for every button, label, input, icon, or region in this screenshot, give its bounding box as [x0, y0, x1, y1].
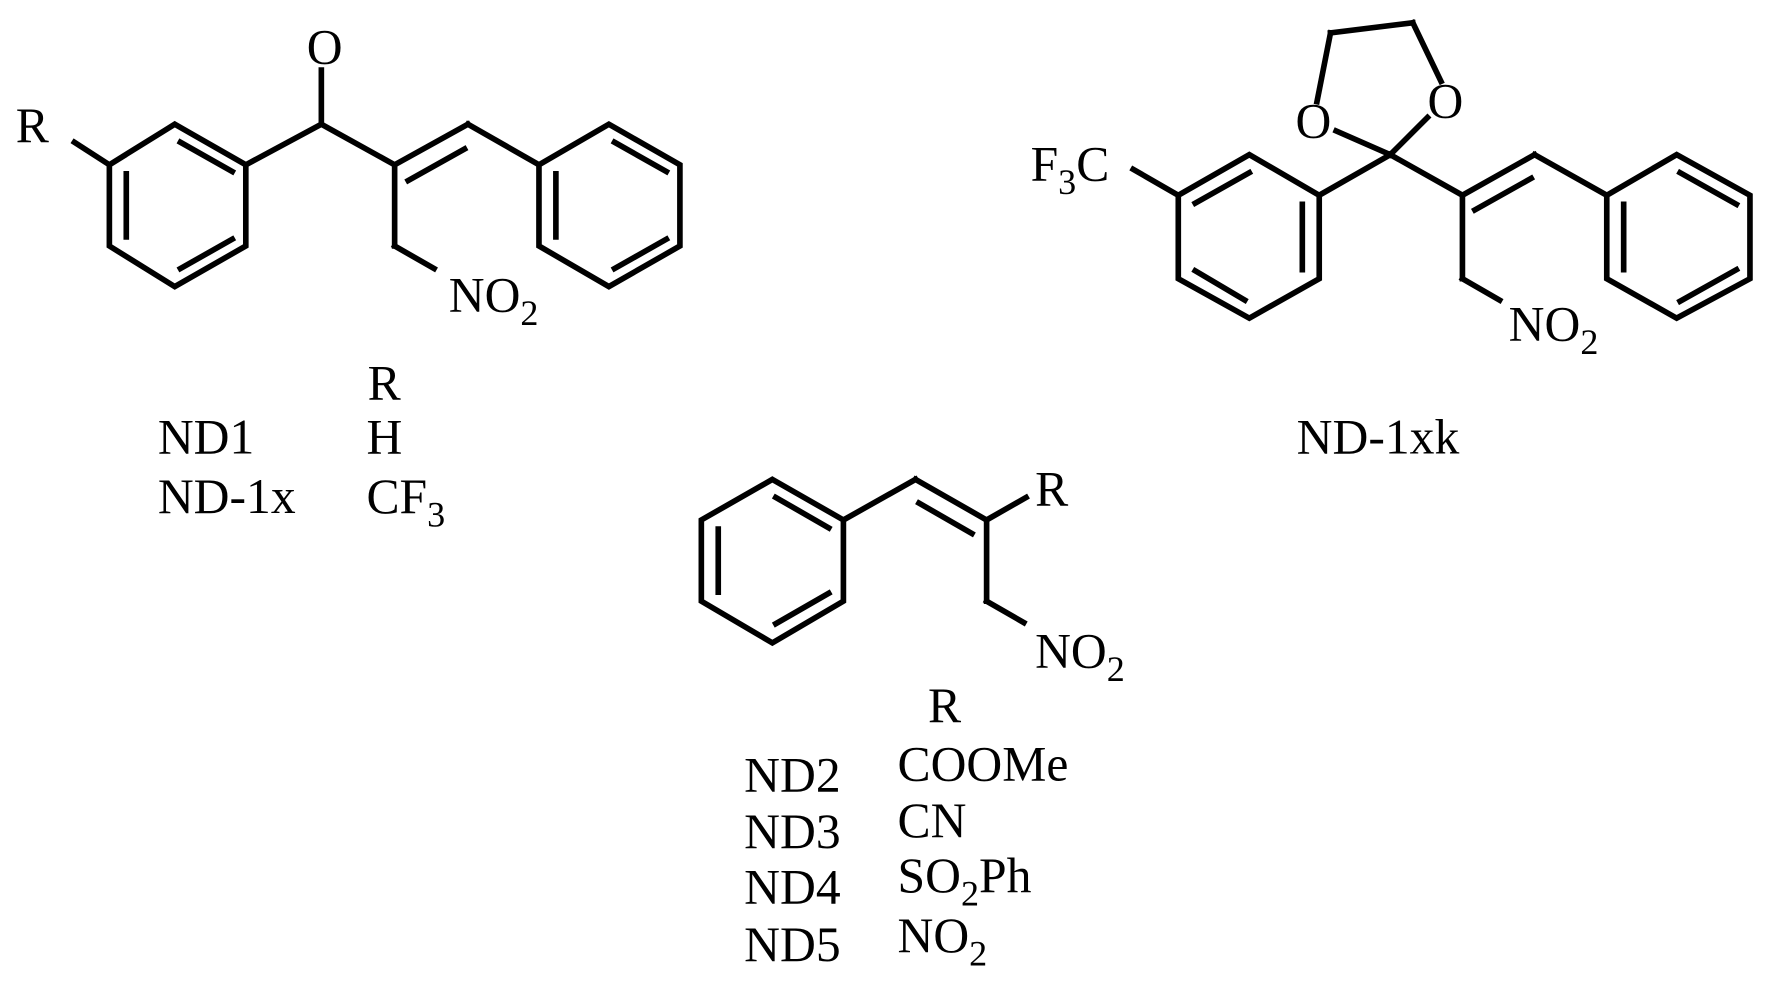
r-column-header: R: [368, 355, 402, 410]
r-value-nd-1x: CF3: [366, 469, 445, 535]
r-substituent-label: R: [1035, 461, 1069, 516]
dioxolane-oxygen-left: O: [1296, 94, 1332, 149]
nitro-group-label: NO2: [1035, 624, 1125, 690]
trifluoromethyl-label: F3C: [1031, 137, 1110, 203]
compound-1-bonds: [70, 67, 683, 290]
compound-2-bonds: [1129, 18, 1753, 322]
compound-name-nd5: ND5: [744, 917, 840, 972]
r-value-nd4: SO2Ph: [898, 848, 1032, 914]
r-value-nd3: CN: [898, 793, 967, 848]
nitro-group-label: NO2: [449, 267, 539, 333]
r-column-header: R: [928, 678, 962, 733]
r-value-nd2: COOMe: [898, 736, 1069, 791]
carbonyl-oxygen-label: O: [307, 19, 343, 74]
r-value-nd5: NO2: [898, 908, 988, 974]
r-substituent-label: R: [16, 98, 50, 153]
r-value-nd1: H: [366, 409, 402, 464]
nitro-group-label: NO2: [1509, 297, 1599, 363]
dioxolane-oxygen-right: O: [1427, 73, 1463, 128]
compound-3-bonds: [698, 475, 1030, 647]
compound-3-structure: R NO2 R ND2 COOMe ND3 CN ND4 SO2Ph ND5 N…: [698, 461, 1125, 974]
compound-2-structure: F3C O O NO2 ND-1xk: [1031, 18, 1753, 464]
compound-1-structure: R O NO2 R ND1 H ND-1x CF3: [16, 19, 683, 535]
compound-name-nd-1xk: ND-1xk: [1297, 409, 1460, 464]
compound-name-nd3: ND3: [744, 804, 840, 859]
compound-name-nd1: ND1: [158, 409, 254, 464]
compound-name-nd2: ND2: [744, 748, 840, 803]
compound-name-nd4: ND4: [744, 859, 841, 914]
compound-name-nd-1x: ND-1x: [158, 469, 296, 524]
